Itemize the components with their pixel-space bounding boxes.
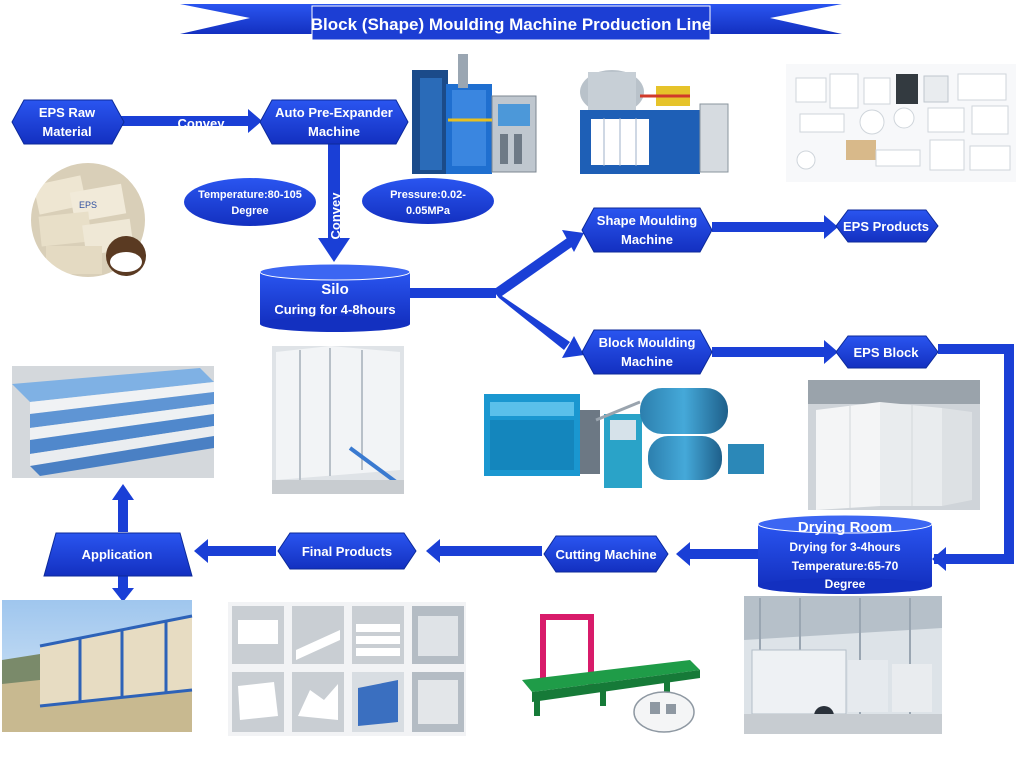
connector-cutting-to-final — [436, 546, 542, 556]
convey-label-horizontal: Convey — [178, 116, 226, 131]
node-eps-block-label: EPS Block — [853, 345, 919, 360]
node-block-moulding-line2: Machine — [621, 354, 673, 369]
node-eps-raw-material: EPS Raw Material — [12, 100, 124, 144]
node-drying-line2: Drying for 3-4hours — [789, 540, 901, 554]
node-cutting-machine: Cutting Machine — [544, 536, 668, 572]
photo-application-fence — [2, 600, 192, 732]
node-shape-moulding: Shape Moulding Machine — [582, 208, 712, 252]
connector-application-up — [118, 496, 128, 532]
arrowhead-to-drying — [932, 547, 946, 571]
connector-drying-to-cutting — [686, 549, 758, 559]
convey-label-vertical: Convey — [328, 192, 343, 240]
arrowhead-application-down — [112, 588, 134, 602]
photo-sandwich-panels — [12, 366, 214, 478]
page-title: Block (Shape) Moulding Machine Productio… — [311, 15, 711, 34]
node-silo-line2: Curing for 4-8hours — [274, 302, 395, 317]
connector-block-to-epsblock — [712, 347, 828, 357]
connector-split-up — [493, 236, 576, 298]
raw-bag-text: EPS — [79, 200, 97, 210]
photo-cutting-machine — [516, 612, 716, 742]
node-final-label: Final Products — [302, 544, 392, 559]
node-drying-line3: Temperature:65-70 — [792, 559, 899, 573]
node-pre-expander-line1: Auto Pre-Expander — [275, 105, 393, 120]
photo-eps-products — [786, 64, 1016, 182]
arrowhead-raw-to-preexpander — [248, 109, 262, 133]
node-block-moulding-line1: Block Moulding — [599, 335, 696, 350]
arrowhead-drying-to-cutting — [676, 542, 690, 566]
note-temperature-line1: Temperature:80-105 — [198, 189, 302, 201]
photo-drying-room — [744, 596, 942, 734]
arrowhead-shape-to-products — [824, 215, 838, 239]
node-cutting-label: Cutting Machine — [555, 547, 656, 562]
connector-shape-to-products — [712, 222, 828, 232]
photo-pre-expander-machine — [412, 54, 536, 174]
connector-right-down — [1004, 344, 1014, 564]
photo-silo — [272, 346, 404, 494]
connector-silo-to-split — [408, 288, 496, 298]
node-auto-pre-expander: Auto Pre-Expander Machine — [260, 100, 408, 144]
node-pre-expander-line2: Machine — [308, 124, 360, 139]
note-temperature: Temperature:80-105 Degree — [184, 178, 316, 226]
node-drying-line4: Degree — [825, 577, 866, 591]
node-drying-line1: Drying Room — [798, 519, 892, 536]
photo-block-moulding-machine — [484, 388, 764, 488]
node-drying-room: Drying Room Drying for 3-4hours Temperat… — [758, 515, 932, 594]
node-eps-products: EPS Products — [836, 210, 938, 242]
node-silo: Silo Curing for 4-8hours — [260, 264, 410, 332]
connector-epsblock-right — [938, 344, 1014, 354]
node-shape-moulding-line1: Shape Moulding — [597, 213, 697, 228]
arrowhead-cutting-to-final — [426, 539, 440, 563]
note-pressure: Pressure:0.02- 0.05MPa — [362, 178, 494, 224]
node-application: Application — [44, 533, 192, 576]
node-eps-raw-line2: Material — [42, 124, 91, 139]
photo-eps-raw-material: EPS — [28, 160, 148, 280]
node-shape-moulding-line2: Machine — [621, 232, 673, 247]
node-silo-line1: Silo — [321, 281, 349, 298]
node-final-products: Final Products — [278, 533, 416, 569]
photo-shape-moulding-machine — [580, 70, 728, 174]
photo-final-products — [228, 602, 466, 736]
arrowhead-application-up — [112, 484, 134, 500]
arrowhead-final-to-application — [194, 539, 208, 563]
node-block-moulding: Block Moulding Machine — [582, 330, 712, 374]
note-temperature-line2: Degree — [231, 205, 268, 217]
node-eps-block: EPS Block — [836, 336, 938, 368]
connector-final-to-application — [204, 546, 276, 556]
connector-split-down — [493, 290, 570, 350]
title-banner: Block (Shape) Moulding Machine Productio… — [180, 4, 842, 40]
node-eps-raw-line1: EPS Raw — [39, 105, 96, 120]
photo-eps-block — [808, 380, 980, 510]
node-eps-products-label: EPS Products — [843, 219, 929, 234]
node-application-label: Application — [82, 547, 153, 562]
note-pressure-line1: Pressure:0.02- — [390, 189, 466, 201]
arrowhead-preexpander-to-silo — [318, 238, 350, 262]
connector-application-down — [118, 576, 128, 590]
note-pressure-line2: 0.05MPa — [406, 205, 451, 217]
